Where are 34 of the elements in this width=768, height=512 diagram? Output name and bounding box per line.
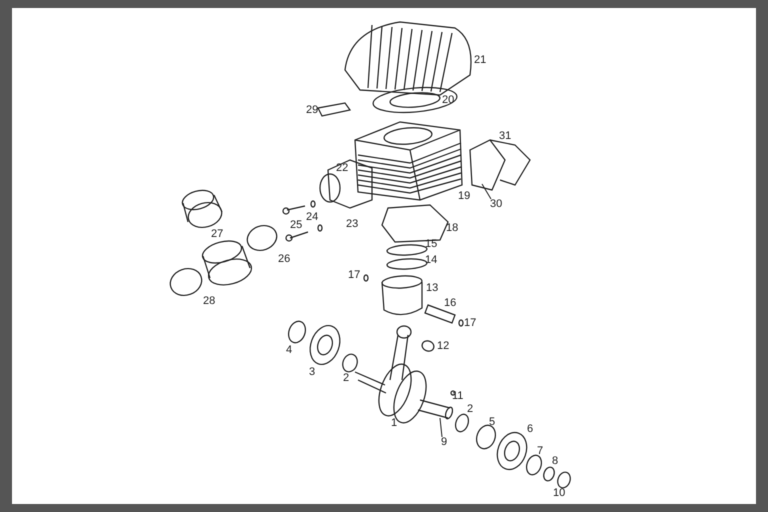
callout-number: 10 <box>553 487 566 499</box>
callout-number: 13 <box>426 282 438 294</box>
callout-number: 22 <box>336 162 348 174</box>
callout-number: 17 <box>348 269 360 281</box>
callout-number: 29 <box>306 104 318 116</box>
callout-number: 23 <box>346 218 358 230</box>
callout-number: 28 <box>203 295 216 307</box>
callout-number: 24 <box>306 211 318 223</box>
callout-number: 30 <box>490 198 502 210</box>
callout-number: 20 <box>442 94 454 106</box>
callout-number: 5 <box>489 416 496 428</box>
callout-number: 3 <box>309 366 316 378</box>
leader-line <box>440 418 442 438</box>
callout-number: 2 <box>467 403 474 415</box>
callout-number: 7 <box>537 445 544 457</box>
callout-number: 16 <box>444 297 456 309</box>
callout-number: 21 <box>474 54 486 66</box>
callout-number: 6 <box>527 423 534 435</box>
callout-number: 2 <box>343 372 350 384</box>
callout-number: 27 <box>211 228 224 240</box>
callout-number: 26 <box>278 253 290 265</box>
callout-number: 18 <box>446 222 458 234</box>
callout-number: 17 <box>464 317 476 329</box>
callout-number: 14 <box>425 254 438 266</box>
callout-number: 25 <box>290 219 302 231</box>
callout-number: 31 <box>499 130 512 142</box>
callout-number: 8 <box>552 455 558 467</box>
callout-number: 4 <box>286 344 292 356</box>
leader-line <box>482 184 492 200</box>
callout-number: 9 <box>441 436 448 448</box>
callout-number: 12 <box>437 340 450 352</box>
callout-number: 1 <box>391 417 398 429</box>
callout-number: 19 <box>458 190 470 202</box>
callout-number: 11 <box>452 390 464 402</box>
